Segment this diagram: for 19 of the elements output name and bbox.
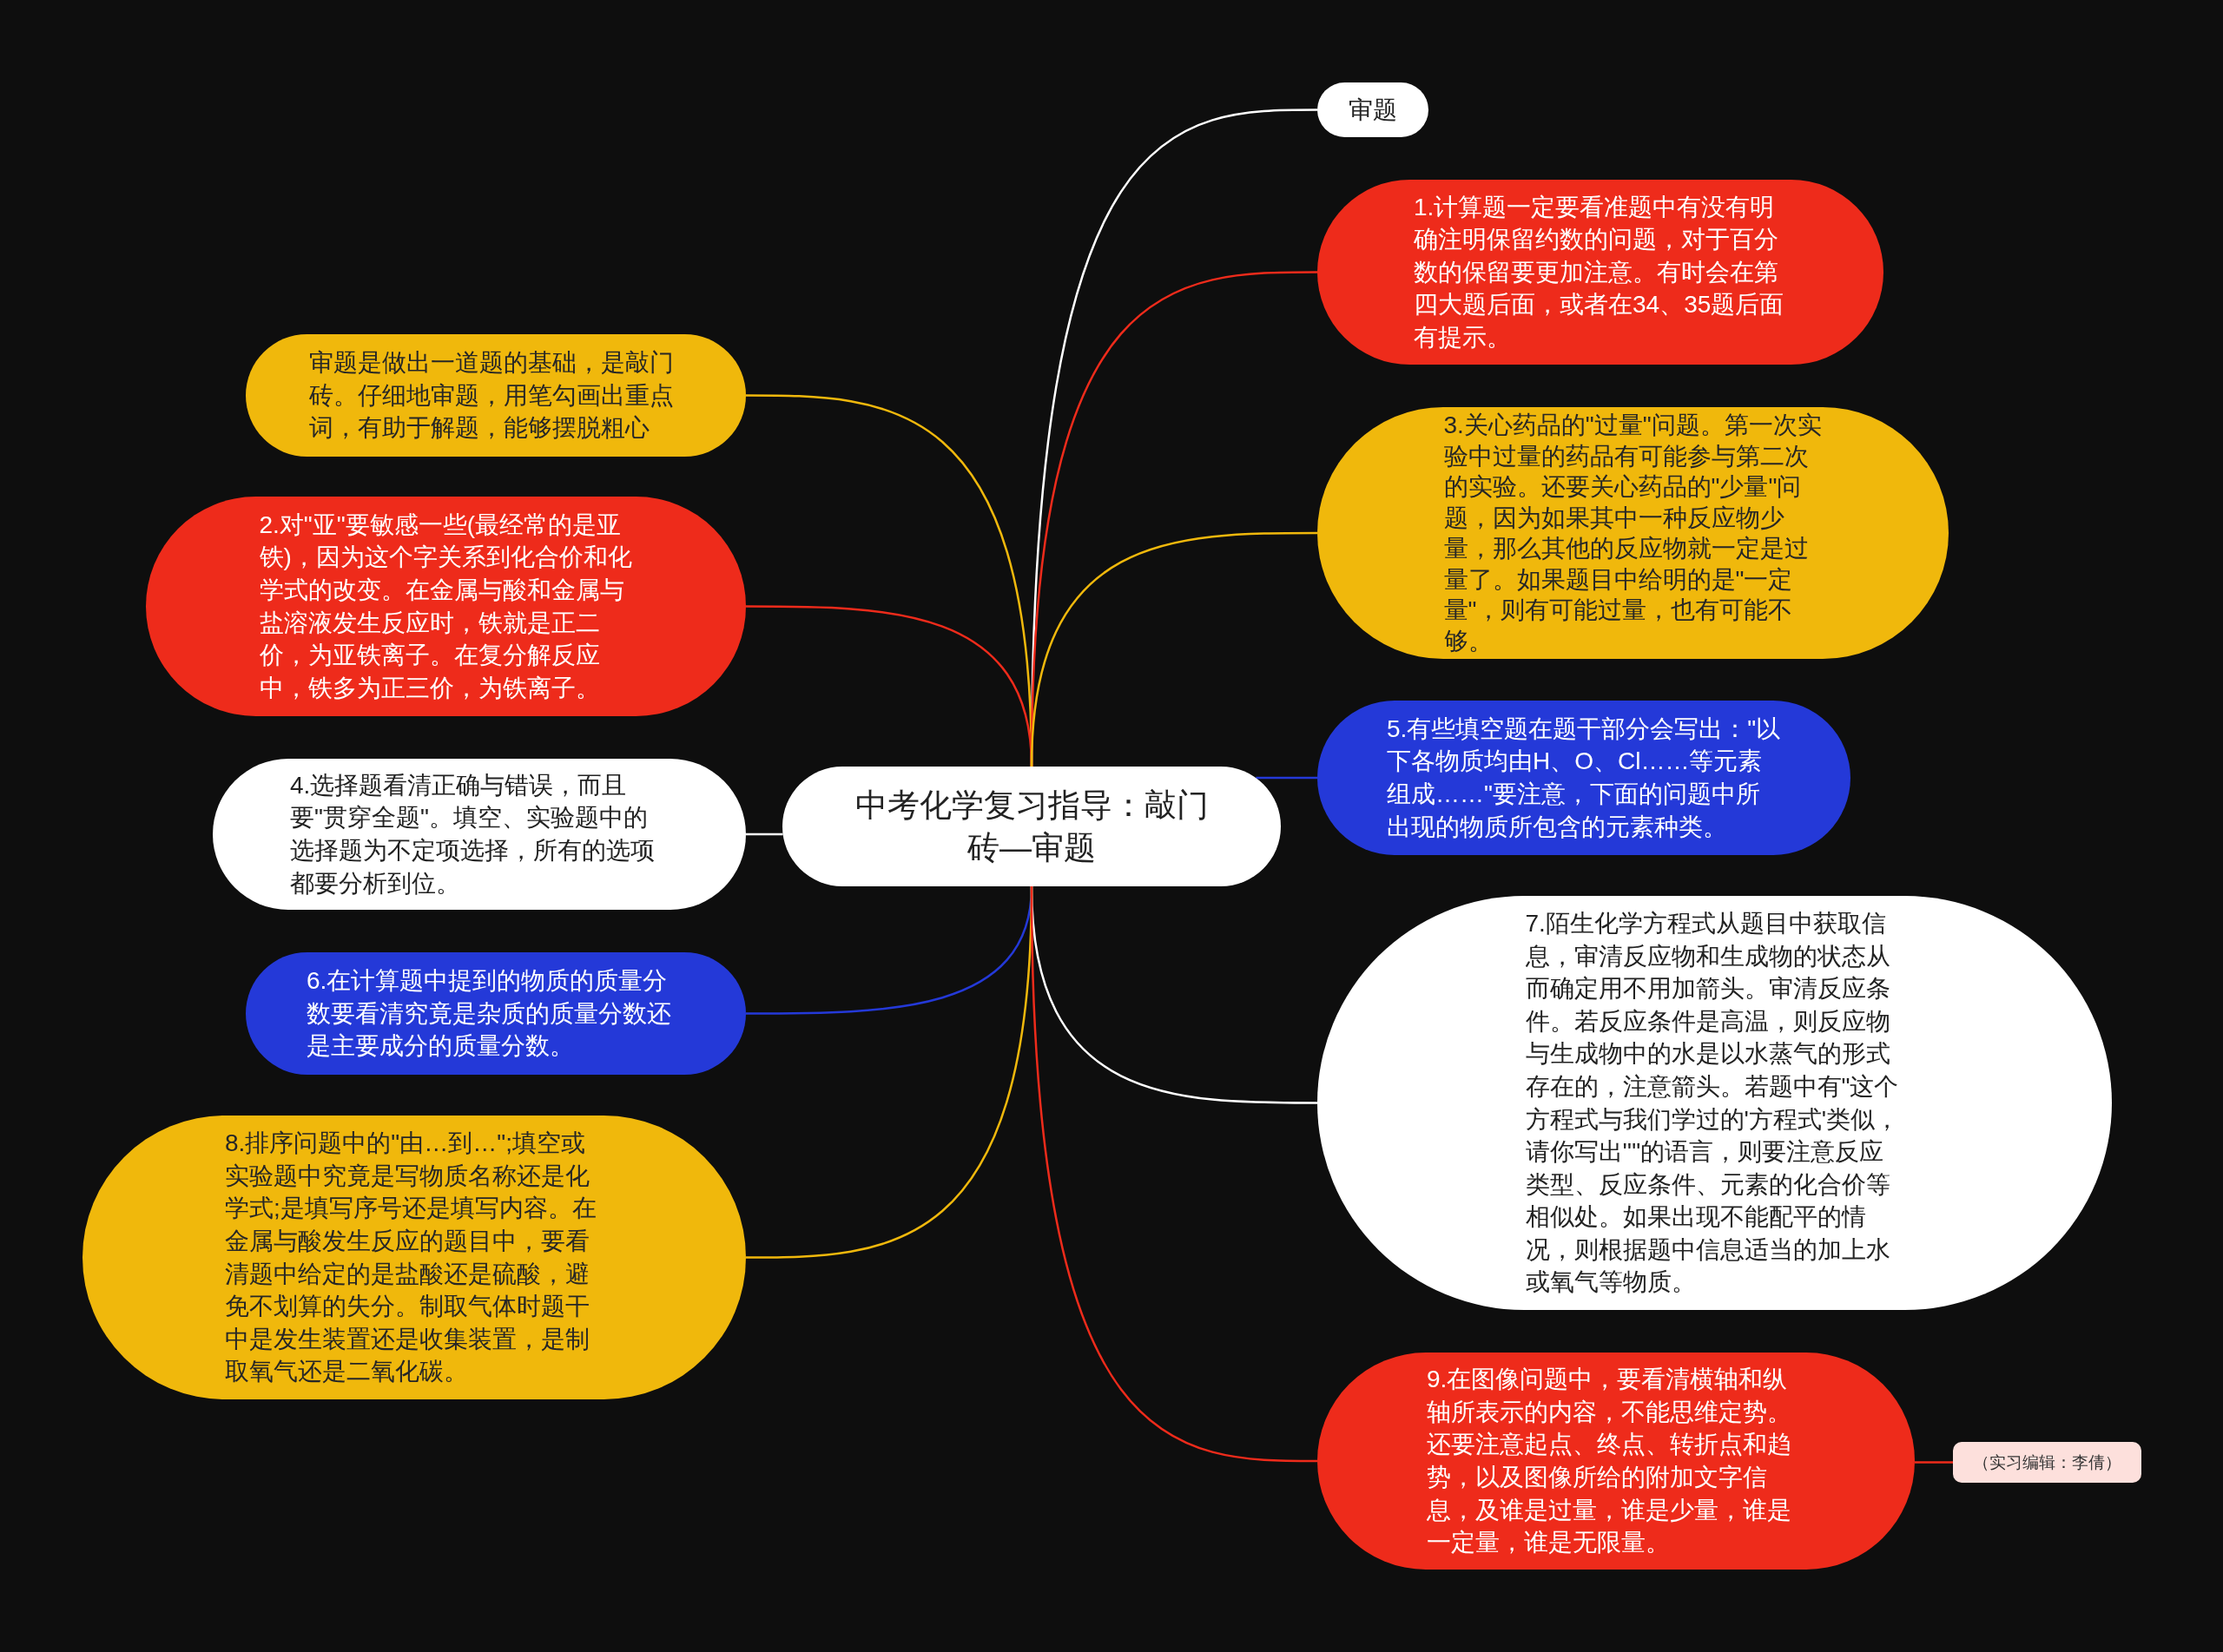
topic-text: 8.排序问题中的"由…到…";填空或实验题中究竟是写物质名称还是化学式;是填写序号还是填写内容。在金属与酸发生反应的题目中，要看清题中给定的是盐酸还是硫酸，避免不划算的失分。制取气体时题干中是发生装置还是收集装置，是制取氧气还是二氧化碳。 xyxy=(225,1129,597,1387)
topic-text: 4.选择题看清正确与错误，而且要"贯穿全题"。填空、实验题中的选择题为不定项选择，所有的选项都要分析到位。 xyxy=(290,770,656,898)
connector-line xyxy=(1915,1461,1953,1464)
connector-line xyxy=(746,833,783,836)
central-topic-text: 中考化学复习指导：敲门砖—审题 xyxy=(854,787,1210,867)
topic-text: 9.在图像问题中，要看清横轴和纵轴所表示的内容，不能思维定势。还要注意起点、终点、转折点和趋势，以及图像所给的附加文字信息，及谁是过量，谁是少量，谁是一定量，谁是无限量。 xyxy=(1427,1365,1792,1558)
topic-text: 5.有些填空题在题干部分会写出："以下各物质均由H、O、Cl……等元素组成……"要注意，下面的问题中所出现的物质所包含的元素种类。 xyxy=(1387,714,1781,842)
topic-text: 1.计算题一定要看准题中有没有明确注明保留约数的问题，对于百分数的保留要更加注意。有时会在第四大题后面，或者在34、35题后面有提示。 xyxy=(1414,192,1785,352)
topic-text: 2.对"亚"要敏感一些(最经常的是亚铁)，因为这个字关系到化合价和化学式的改变。在金属与酸和金属与盐溶液发生反应时，铁就是正二价，为亚铁离子。在复分解反应中，铁多为正三价，为铁离子。 xyxy=(259,510,633,703)
connector-line xyxy=(1256,776,1317,780)
note-text: （实习编辑：李倩） xyxy=(1973,1451,2121,1473)
topic-text: 审题是做出一道题的基础，是敲门砖。仔细地审题，用笔勾画出重点词，有助于解题，能够摆脱粗心 xyxy=(309,348,675,444)
connector-line xyxy=(1030,531,1317,767)
topic-text: 6.在计算题中提到的物质的质量分数要看清究竟是杂质的质量分数还是主要成分的质量分数。 xyxy=(307,966,672,1062)
subtopic-text: 审题 xyxy=(1349,95,1397,125)
note-tag xyxy=(1953,1442,2141,1483)
topic-text: 7.陌生化学方程式从题目中获取信息，审清反应物和生成物的状态从而确定用不用加箭头。审清反应条件。若反应条件是高温，则反应物与生成物中的水是以水蒸气的形式存在的，注意箭头。若题中有"这个方程式与我们学过的'方程式'类似，请你写出''"的语言，则要注意反应类型、反应条件、元素的化合价等相似处。如果出现不能配平的情况，则根据题中信息适当的加上水或氧气等物质。 xyxy=(1525,908,1901,1298)
topic-text: 3.关心药品的"过量"问题。第一次实验中过量的药品有可能参与第二次的实验。还要关心药品的"少量"问题，因为如果其中一种反应物少量，那么其他的反应物就一定是过量了。如果题目中给明的是"一定量"，则有可能过量，也有可能不够。 xyxy=(1443,411,1823,656)
connector-line xyxy=(1030,885,1317,1463)
